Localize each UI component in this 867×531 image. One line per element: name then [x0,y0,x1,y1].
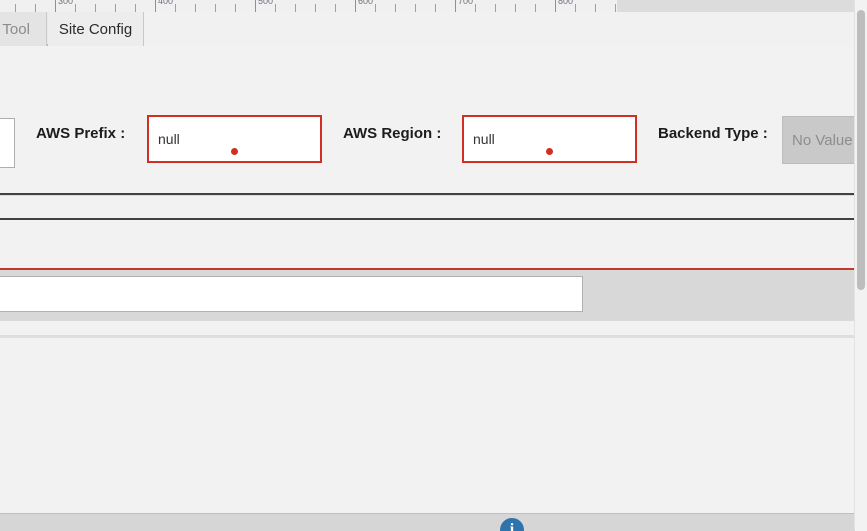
aws-region-input[interactable]: null [462,115,637,163]
separator-primary-top [0,193,855,195]
aws-prefix-value: null [158,131,180,147]
ruler-tick-minor [15,4,16,12]
ruler-inactive-region [617,0,855,12]
ruler-tick-minor [395,4,396,12]
ruler-tick-minor [415,4,416,12]
tab-deploy-tool-label: y Tool [0,20,30,38]
aws-region-error-dot [546,148,553,155]
tab-site-config-label: Site Config [58,20,133,38]
ruler-tick-minor [615,4,616,12]
backend-type-placeholder: No Value [792,131,853,149]
ruler-tick-major [455,0,456,12]
ruler-tick-major [155,0,156,12]
ruler-tick-minor [375,4,376,12]
tab-deploy-tool[interactable]: y Tool [0,12,47,46]
ruler-tick-label: 800 [558,0,574,6]
truncated-left-input[interactable] [0,118,15,168]
band-bottom-edge [0,319,855,321]
backend-type-input: No Value [782,116,867,164]
ruler-tick-minor [495,4,496,12]
spacer-band [0,321,855,335]
status-bar: i [0,513,855,531]
ruler-tick-minor [135,4,136,12]
separator-secondary [0,218,855,220]
ruler-tick-minor [575,4,576,12]
ruler-tick-major [555,0,556,12]
ruler-tick-minor [335,4,336,12]
ruler-tick-minor [115,4,116,12]
ruler-tick-minor [295,4,296,12]
ruler-tick-major [355,0,356,12]
info-icon[interactable]: i [500,518,524,531]
ruler-tick-label: 400 [158,0,174,6]
ruler-tick-minor [95,4,96,12]
ruler-tick-label: 300 [58,0,74,6]
backend-type-label: Backend Type : [658,125,768,142]
ruler-tick-minor [515,4,516,12]
aws-prefix-input[interactable]: null [147,115,322,163]
tab-strip-empty-area [144,12,855,46]
vertical-scrollbar-thumb[interactable] [857,10,865,290]
separator-red-rule [0,268,855,270]
tab-site-config[interactable]: Site Config [48,12,144,46]
ruler-tick-minor [175,4,176,12]
ruler-tick-label: 700 [458,0,474,6]
aws-prefix-error-dot [231,148,238,155]
ruler-tick-minor [75,4,76,12]
ruler-tick-label: 500 [258,0,274,6]
aws-prefix-label: AWS Prefix : [36,125,126,142]
panel-bottom-shadow [0,335,855,338]
aws-region-label: AWS Region : [343,125,442,142]
tab-strip: y Tool Site Config [0,12,855,46]
search-input[interactable] [0,276,583,312]
ruler-tick-minor [275,4,276,12]
ruler-tick-label: 600 [358,0,374,6]
ruler-tick-minor [535,4,536,12]
aws-region-value: null [473,131,495,147]
vertical-scrollbar[interactable] [854,0,867,530]
ruler-tick-major [55,0,56,12]
ruler-tick-minor [595,4,596,12]
ruler-tick-minor [215,4,216,12]
search-band [0,270,855,319]
form-row-aws: AWS Prefix : null AWS Region : null Back… [0,96,867,168]
ruler-tick-minor [195,4,196,12]
ruler-tick-minor [435,4,436,12]
info-icon-glyph: i [509,521,515,531]
ruler-tick-major [255,0,256,12]
ruler-tick-minor [35,4,36,12]
ruler-tick-minor [475,4,476,12]
config-panel: AWS Prefix : null AWS Region : null Back… [0,46,867,530]
separator-primary-shadow [0,195,855,196]
ruler-tick-minor [235,4,236,12]
ruler-tick-minor [315,4,316,12]
